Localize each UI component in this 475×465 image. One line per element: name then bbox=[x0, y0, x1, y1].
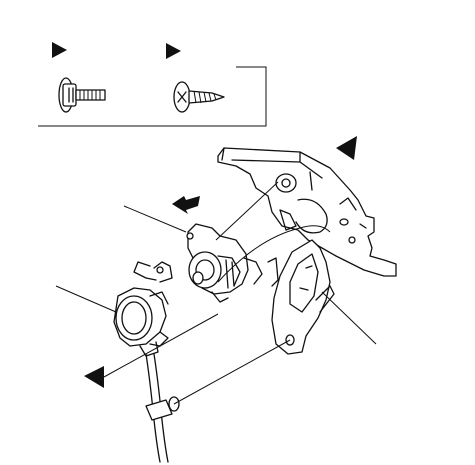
leader-line bbox=[123, 205, 187, 233]
legend-item-bolt bbox=[52, 42, 106, 113]
assembly-line bbox=[173, 339, 291, 405]
switch-connector bbox=[113, 287, 169, 357]
triangle-pointer-icon bbox=[52, 42, 67, 58]
actuator-mount-hole bbox=[186, 232, 194, 240]
leader-line bbox=[55, 285, 117, 313]
leader-line bbox=[103, 313, 219, 378]
triangle-pointer-icon bbox=[336, 136, 357, 160]
flange-bolt-icon bbox=[58, 77, 106, 113]
lock-plate bbox=[172, 196, 200, 214]
assembly-line bbox=[215, 181, 279, 241]
assembly-line bbox=[217, 225, 331, 283]
mounting-bracket bbox=[217, 147, 397, 277]
direction-arrow-icon bbox=[172, 196, 200, 214]
actuator-assembly bbox=[133, 223, 263, 303]
callout-markers bbox=[84, 136, 357, 388]
tapping-screw-icon bbox=[173, 81, 225, 113]
triangle-pointer-icon bbox=[166, 43, 181, 59]
cable-clip bbox=[145, 399, 173, 421]
legend-box-border bbox=[38, 66, 267, 127]
leader-line bbox=[321, 291, 377, 345]
triangle-pointer-icon bbox=[84, 366, 104, 388]
legend-item-screw bbox=[166, 43, 225, 113]
leader-lines bbox=[55, 181, 377, 405]
fastener-legend bbox=[38, 42, 267, 127]
lever-bracket bbox=[267, 239, 335, 355]
cable bbox=[145, 353, 180, 463]
